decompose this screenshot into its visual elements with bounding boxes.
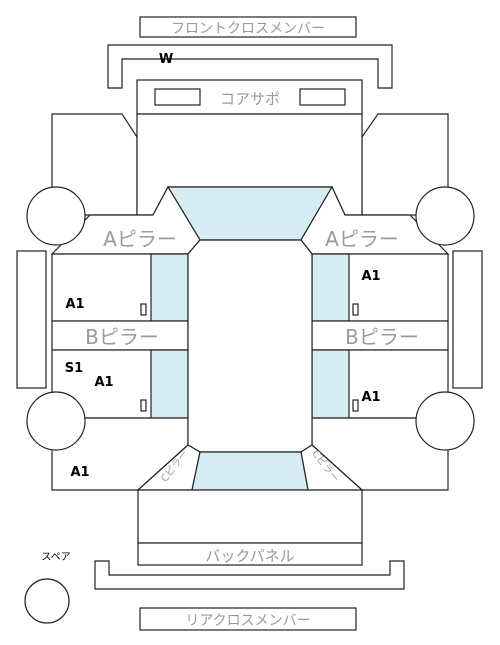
front-cross-member-box[interactable] — [139, 16, 357, 38]
rear-left-wheel[interactable] — [26, 391, 86, 451]
front-right-door-mark: A1 — [361, 269, 380, 284]
front-right-door-handle[interactable] — [352, 303, 359, 316]
b-pillar-left-label: Bピラー — [85, 325, 159, 349]
rear-cross-member-box[interactable] — [139, 607, 357, 631]
roof-panel[interactable] — [187, 239, 313, 453]
front-left-wheel[interactable] — [26, 186, 86, 246]
front-left-window[interactable] — [150, 253, 189, 322]
front-bumper-bracket[interactable] — [107, 44, 393, 89]
headlight-left — [154, 88, 201, 106]
a-pillar-right-label: Aピラー — [325, 227, 399, 251]
rear-left-door-mark: A1 — [94, 375, 113, 390]
rear-window[interactable] — [191, 451, 309, 491]
rear-left-s-mark: S1 — [65, 361, 83, 376]
front-bumper-mark: W — [159, 52, 173, 67]
rear-right-door-mark: A1 — [361, 390, 380, 405]
spare-tire[interactable] — [24, 578, 70, 624]
spare-label: スペア — [41, 552, 70, 563]
front-left-door-handle[interactable] — [140, 303, 147, 316]
back-panel-label: バックパネル — [205, 547, 294, 565]
trunk-lid[interactable] — [137, 489, 363, 544]
rear-right-wheel[interactable] — [415, 391, 475, 451]
rear-left-door-handle[interactable] — [140, 399, 147, 412]
b-pillar-right-label: Bピラー — [345, 325, 419, 349]
right-rocker-panel[interactable] — [452, 250, 483, 389]
rear-right-door-handle[interactable] — [352, 399, 359, 412]
rear-bumper-bracket[interactable] — [94, 560, 405, 590]
front-right-wheel[interactable] — [415, 186, 475, 246]
rear-left-window[interactable] — [150, 349, 189, 419]
rear-right-window[interactable] — [311, 349, 350, 419]
a-pillar-left-label: Aピラー — [103, 227, 177, 251]
front-cross-member-label: フロントクロスメンバー — [171, 21, 325, 37]
left-rocker-panel[interactable] — [16, 250, 47, 389]
core-support-label: コアサポ — [220, 90, 280, 108]
front-left-door-mark: A1 — [65, 297, 84, 312]
rear-left-quarter-mark: A1 — [70, 465, 89, 480]
headlight-right — [299, 88, 346, 106]
front-right-window[interactable] — [311, 253, 350, 322]
rear-cross-member-label: リアクロスメンバー — [185, 613, 310, 629]
back-panel-box[interactable] — [137, 542, 363, 566]
